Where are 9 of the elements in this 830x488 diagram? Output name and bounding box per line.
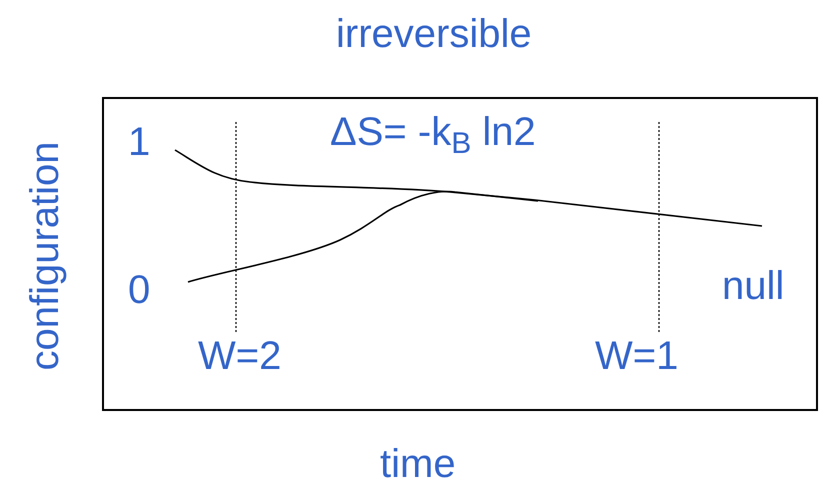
y-axis-label: configuration	[22, 140, 68, 373]
label: 1	[128, 119, 150, 166]
label: null	[722, 263, 784, 310]
label: W=1	[595, 333, 678, 380]
title: irreversible	[336, 11, 532, 58]
x-axis-label: time	[380, 441, 456, 488]
label: ΔS= -k$_{B}$ ln2	[330, 109, 536, 156]
label: 0	[128, 267, 150, 314]
label: W=2	[198, 333, 282, 380]
